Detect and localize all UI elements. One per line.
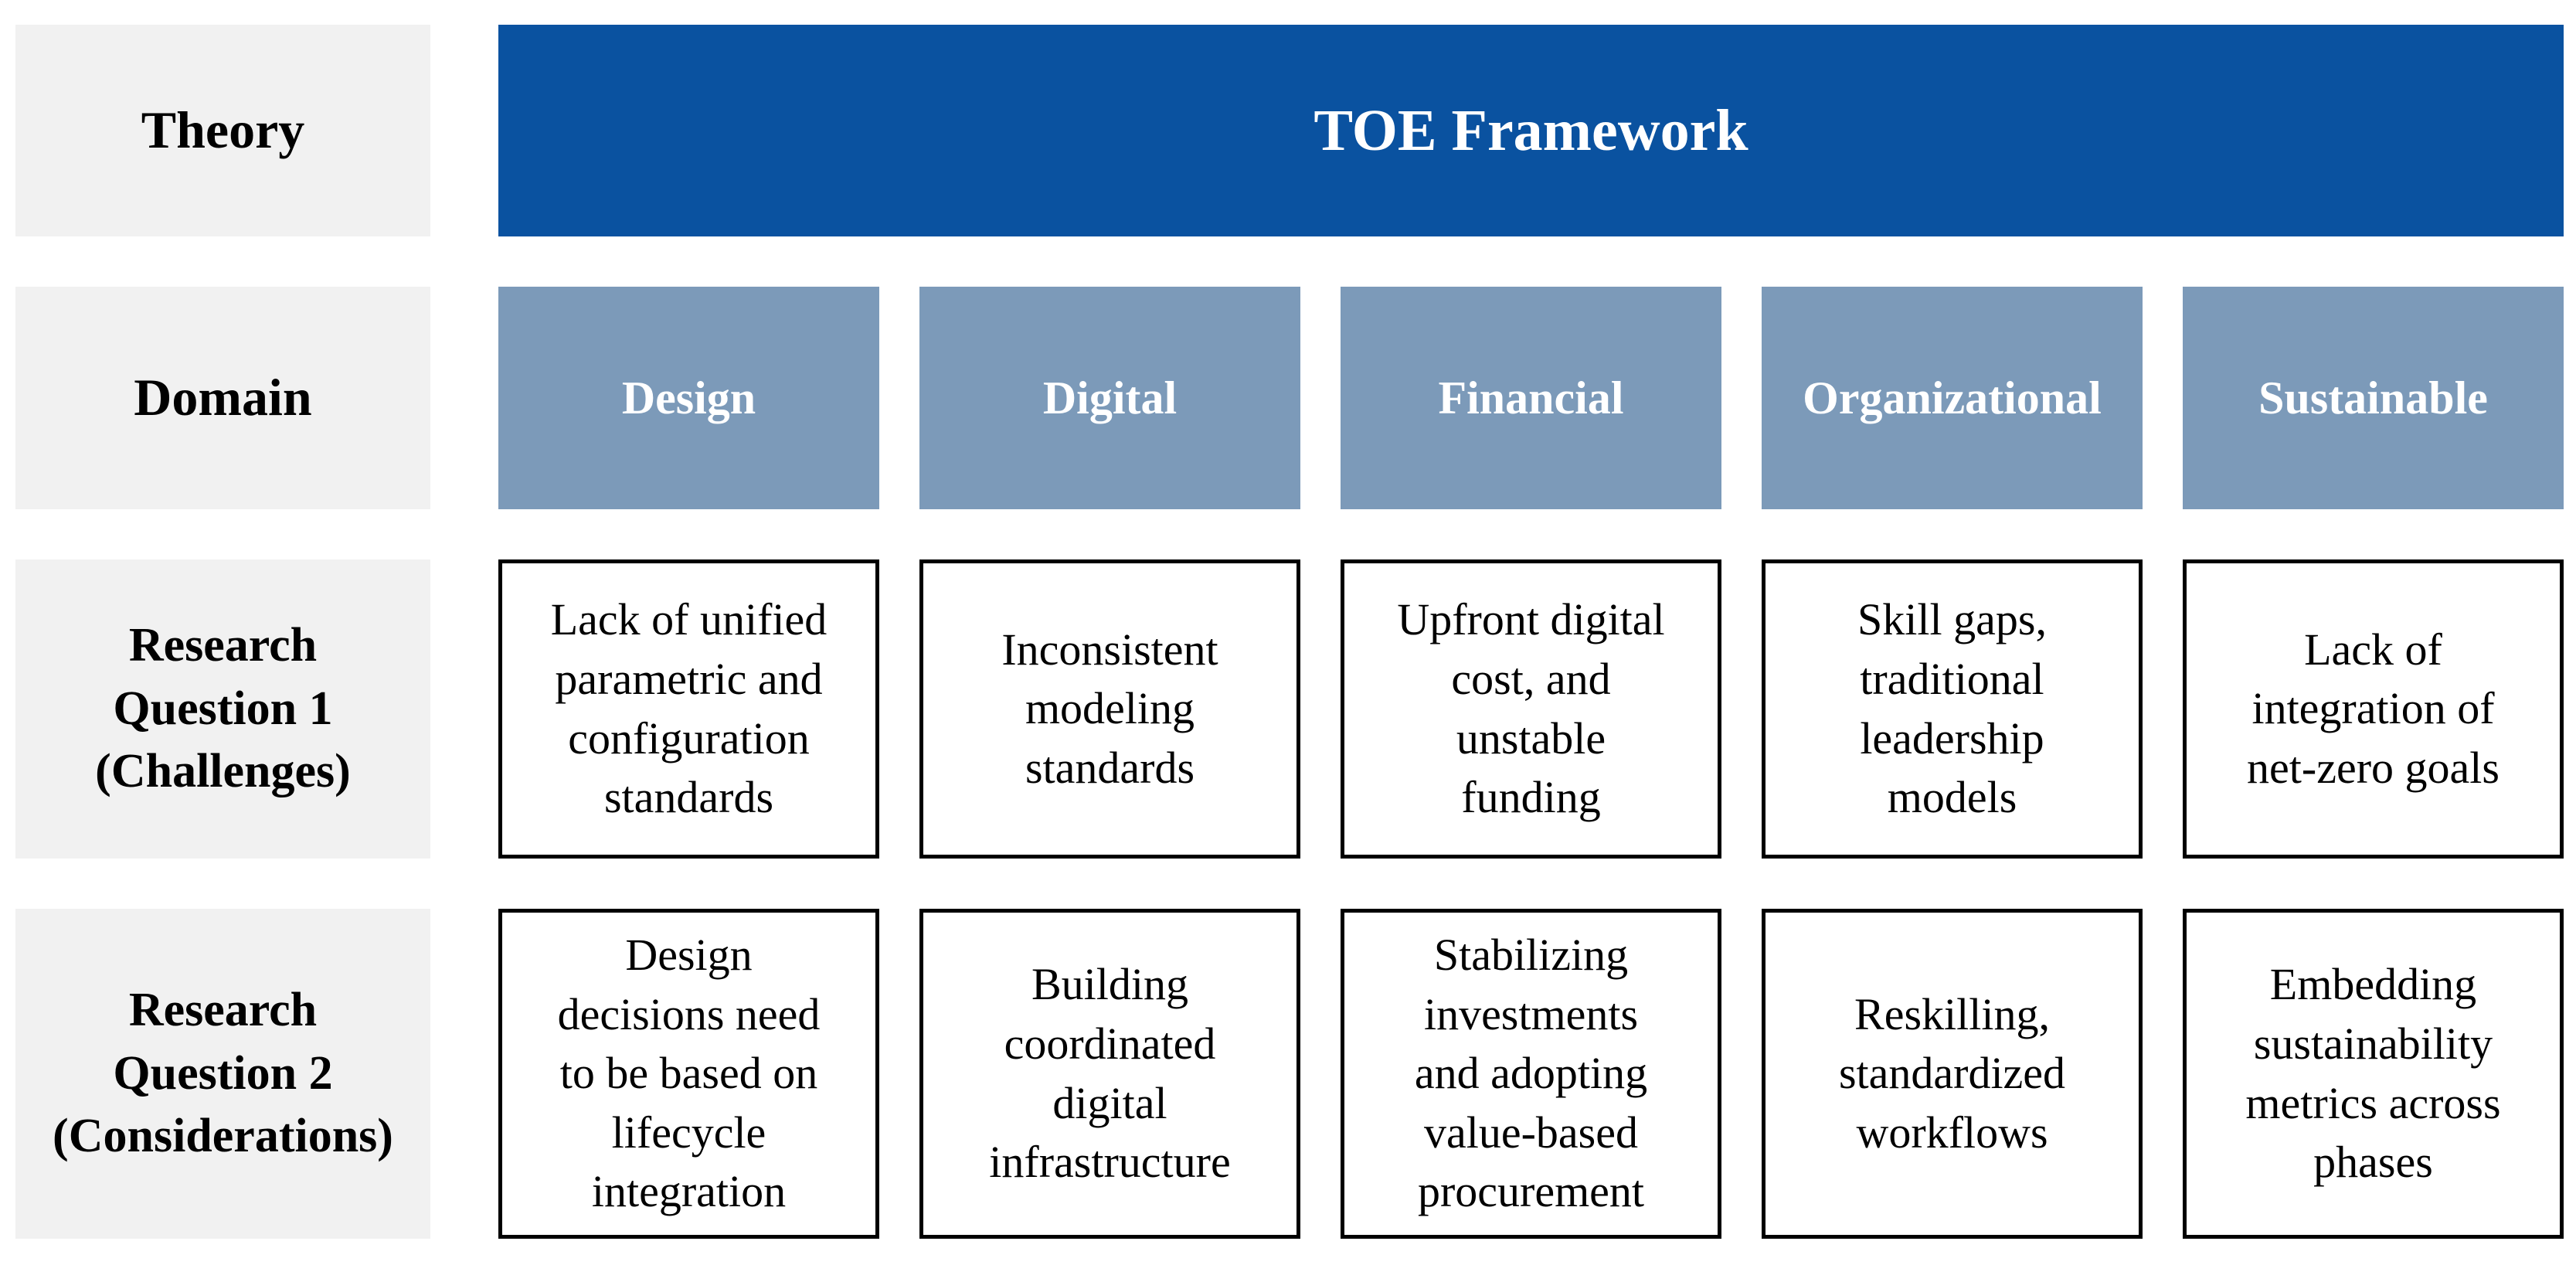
domain-header-financial: Financial: [1341, 287, 1721, 509]
challenge-organizational: Skill gaps, traditional leadership model…: [1762, 559, 2143, 859]
domain-header-digital: Digital: [919, 287, 1300, 509]
consideration-sustainable: Embedding sustainability metrics across …: [2183, 909, 2564, 1239]
domain-header-design: Design: [498, 287, 879, 509]
consideration-digital: Building coordinated digital infrastruct…: [919, 909, 1300, 1239]
challenge-digital: Inconsistent modeling standards: [919, 559, 1300, 859]
row-label-domain: Domain: [15, 287, 430, 509]
row-label-theory: Theory: [15, 25, 430, 236]
consideration-organizational: Reskilling, standardized workflows: [1762, 909, 2143, 1239]
challenge-design: Lack of unified parametric and configura…: [498, 559, 879, 859]
domain-header-organizational: Organizational: [1762, 287, 2143, 509]
consideration-design: Design decisions need to be based on lif…: [498, 909, 879, 1239]
domain-header-sustainable: Sustainable: [2183, 287, 2564, 509]
row-label-research-question-1: Research Question 1 (Challenges): [15, 559, 430, 859]
challenge-sustainable: Lack of integration of net-zero goals: [2183, 559, 2564, 859]
consideration-financial: Stabilizing investments and adopting val…: [1341, 909, 1721, 1239]
framework-header: TOE Framework: [498, 25, 2564, 236]
row-label-research-question-2: Research Question 2 (Considerations): [15, 909, 430, 1239]
challenge-financial: Upfront digital cost, and unstable fundi…: [1341, 559, 1721, 859]
